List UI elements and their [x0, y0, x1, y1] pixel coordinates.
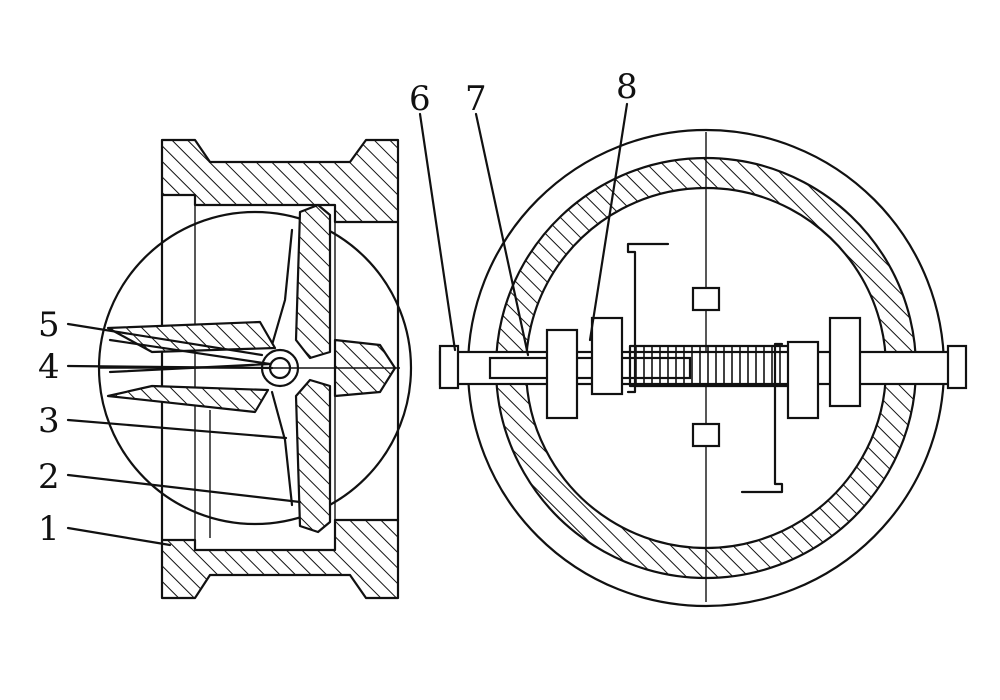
label-part-1: 1 [38, 509, 60, 549]
leader-6 [418, 112, 457, 352]
leader-5 [66, 322, 264, 357]
bracket-lower [106, 384, 270, 414]
leader-2 [66, 473, 302, 504]
lug-3 [786, 340, 820, 420]
label-part-4: 4 [38, 347, 60, 387]
label-part-6: 6 [409, 79, 431, 119]
nut-left [438, 344, 460, 390]
body-top-wall [160, 138, 400, 224]
leader-lines [66, 102, 629, 547]
label-part-7: 7 [465, 79, 487, 119]
lug-1 [545, 328, 579, 420]
lug-2 [590, 316, 624, 396]
body-bottom-wall [160, 518, 400, 600]
leader-7 [474, 112, 530, 357]
lug-4 [828, 316, 862, 408]
flange-circle [97, 210, 413, 526]
leader-8 [588, 102, 629, 342]
lower-bracket [740, 342, 784, 494]
section-view [97, 138, 413, 600]
leader-3 [66, 418, 288, 440]
body-annulus [494, 156, 918, 580]
label-part-8: 8 [616, 67, 638, 107]
leader-4 [66, 364, 274, 370]
boss-upper [691, 286, 721, 312]
leader-1 [66, 526, 172, 547]
upper-disc [294, 203, 332, 360]
nut-right [946, 344, 968, 390]
spring-arm-upper [270, 228, 294, 347]
lower-disc [294, 378, 332, 534]
shaft-rod [488, 356, 692, 380]
bracket-upper [106, 320, 277, 354]
part-labels: 1 2 3 4 5 6 7 8 [38, 67, 638, 549]
spring-arm-lower [270, 390, 294, 507]
upper-bracket [626, 242, 670, 394]
end-view [438, 128, 968, 608]
label-part-5: 5 [38, 305, 60, 345]
label-part-2: 2 [38, 457, 60, 497]
boss-lower [691, 422, 721, 448]
spring-coil [108, 338, 272, 374]
label-part-3: 3 [38, 401, 60, 441]
